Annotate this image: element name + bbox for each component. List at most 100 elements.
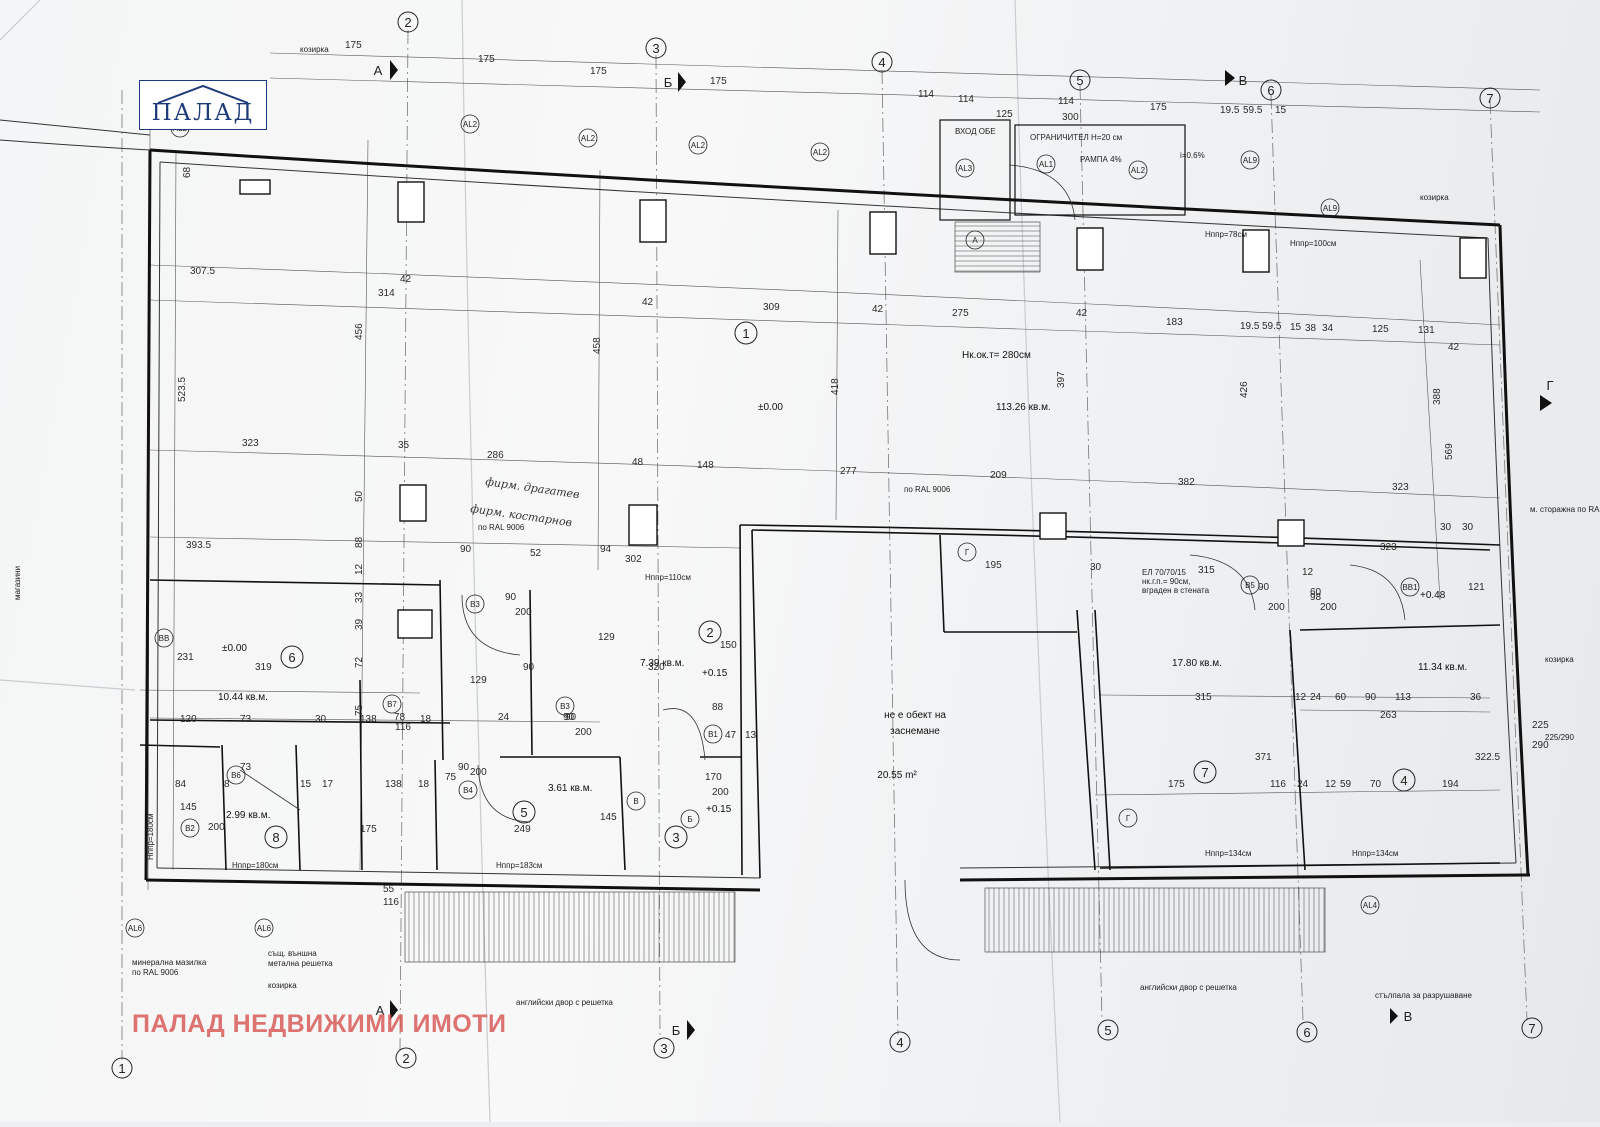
element-tag-circle bbox=[1360, 895, 1380, 915]
room-6-number: 6 bbox=[288, 650, 295, 665]
dim-label: 70 bbox=[1370, 779, 1382, 790]
dim-top-4: 114 bbox=[918, 89, 934, 100]
dim-label: 15 bbox=[300, 779, 312, 790]
axis-6-bottom: 6 bbox=[1303, 1025, 1310, 1040]
axis-5-bottom: 5 bbox=[1104, 1023, 1111, 1038]
agency-watermark: ПАЛАД НЕДВИЖИМИ ИМОТИ bbox=[132, 1010, 507, 1038]
dim-label: 36 bbox=[1470, 692, 1482, 703]
dim-top-9: 59.5 bbox=[1243, 105, 1263, 116]
dim-r323-0: 323 bbox=[242, 438, 259, 449]
dim-label: 52 bbox=[530, 548, 542, 559]
axis-2-top: 2 bbox=[404, 15, 411, 30]
axis-3-top: 3 bbox=[652, 41, 659, 56]
section-v-top: В bbox=[1239, 73, 1248, 88]
door-tag-circle bbox=[458, 780, 478, 800]
door-swings bbox=[239, 164, 1406, 961]
dim-row-314: 314 309 275 183 19.5 59.5 15 38 34 125 1… bbox=[378, 288, 1435, 336]
element-tag-circle bbox=[254, 918, 274, 938]
note-eng-yard-2: английски двор с решетка bbox=[1140, 983, 1237, 992]
note-kozirka-right1: козирка bbox=[1420, 193, 1449, 202]
dim-v-418: 418 bbox=[830, 378, 841, 395]
room-5-number: 5 bbox=[520, 805, 527, 820]
element-tag: AL6 bbox=[128, 924, 143, 933]
dim-v-39: 39 bbox=[354, 618, 365, 630]
axis-2-bottom: 2 bbox=[402, 1051, 409, 1066]
dim-r314-7: 38 bbox=[1305, 323, 1317, 334]
dim-v-50: 50 bbox=[354, 490, 365, 502]
dim-v-12: 12 bbox=[354, 563, 365, 575]
note-handwritten-1: фирм. драгатев bbox=[485, 475, 581, 501]
element-tag: AL3 bbox=[958, 164, 973, 173]
dim-label: 35 bbox=[398, 440, 410, 451]
room-3-number: 3 bbox=[672, 830, 679, 845]
axis-7-top: 7 bbox=[1486, 91, 1493, 106]
excluded-line2: заснемане bbox=[890, 726, 940, 737]
dim-label: 94 bbox=[600, 544, 612, 555]
note-metal-grid-2: метална решетка bbox=[268, 959, 333, 968]
dim-top-1: 175 bbox=[478, 54, 495, 65]
dim-label: 263 bbox=[1380, 710, 1397, 721]
dim-label: 13 bbox=[745, 730, 757, 741]
dim-v-397: 397 bbox=[1056, 371, 1067, 388]
room-7-number: 7 bbox=[1201, 765, 1208, 780]
dim-label: 30 bbox=[315, 714, 327, 725]
note-i: i=0.6% bbox=[1180, 151, 1205, 160]
dim-label: 200 bbox=[470, 767, 487, 778]
dim-label: 138 bbox=[385, 779, 402, 790]
note-limiter: ОГРАНИЧИТЕЛ Н=20 см bbox=[1030, 133, 1122, 142]
dim-label: 138 bbox=[360, 714, 377, 725]
interior-walls bbox=[139, 524, 1501, 879]
dim-label: 88 bbox=[712, 702, 724, 713]
room-2-number: 2 bbox=[706, 625, 713, 640]
door-tag: B4 bbox=[463, 786, 473, 795]
dim-label: 42 bbox=[642, 297, 654, 308]
dim-label: 315 bbox=[1198, 565, 1215, 576]
dim-label: 194 bbox=[1442, 779, 1459, 790]
dim-label: 78 bbox=[394, 712, 406, 723]
dim-label: 323 bbox=[1380, 542, 1397, 553]
dim-label: 121 bbox=[1468, 582, 1485, 593]
dim-label: 42 bbox=[872, 304, 884, 315]
note-hnpr-134b: Нппр=134см bbox=[1352, 849, 1398, 858]
door-tag: B1 bbox=[708, 730, 718, 739]
dim-top-5: 114 bbox=[958, 94, 974, 105]
dim-label: 231 bbox=[177, 652, 194, 663]
axis-5-top: 5 bbox=[1076, 73, 1083, 88]
door-tag-circle bbox=[226, 765, 246, 785]
dim-label: 12 bbox=[1325, 779, 1337, 790]
element-tag-circle bbox=[1128, 160, 1148, 180]
note-hnpr-180b: Нппр=180см bbox=[232, 861, 278, 870]
dim-r314-1: 309 bbox=[763, 302, 780, 313]
dim-label: 47 bbox=[725, 730, 737, 741]
room-6-area: 10.44 кв.м. bbox=[218, 692, 268, 703]
dim-label: 75 bbox=[445, 772, 457, 783]
dim-label: 60 bbox=[1310, 587, 1322, 598]
door-tag-circle bbox=[1118, 808, 1138, 828]
dim-top-extra-0: 125 bbox=[996, 109, 1013, 120]
axis-3-bottom: 3 bbox=[660, 1041, 667, 1056]
room-numbers: 1 2 3 4 5 6 7 8 bbox=[272, 326, 1407, 845]
dim-label: 200 bbox=[208, 822, 225, 833]
dim-v-426: 426 bbox=[1239, 381, 1250, 398]
element-tag: AL2 bbox=[1131, 166, 1146, 175]
door-tag: Г bbox=[1126, 814, 1131, 823]
dim-label: 307.5 bbox=[190, 266, 215, 277]
note-frac: 225/290 bbox=[1545, 733, 1574, 742]
outer-walls bbox=[144, 148, 1531, 892]
room-circles bbox=[264, 321, 1416, 849]
dim-label: 120 bbox=[180, 714, 197, 725]
axis-6-top: 6 bbox=[1267, 83, 1274, 98]
section-arrows bbox=[390, 60, 1552, 1040]
dim-label: 24 bbox=[498, 712, 510, 723]
room-1-number: 1 bbox=[742, 326, 749, 341]
note-kozirka-right2: козирка bbox=[1545, 655, 1574, 664]
dim-label: 175 bbox=[360, 824, 377, 835]
dim-r314-6: 15 bbox=[1290, 322, 1302, 333]
door-tag-circle bbox=[957, 542, 977, 562]
note-ramp: РАМПА 4% bbox=[1080, 155, 1122, 164]
room-2-level: +0.15 bbox=[702, 668, 728, 679]
room-8-area: 2.99 кв.м. bbox=[226, 810, 270, 821]
room-areas: 113.26 кв.м. Нк.ок.т= 280см ±0.00 7.39 к… bbox=[218, 350, 1467, 821]
dim-label: 200 bbox=[712, 787, 729, 798]
